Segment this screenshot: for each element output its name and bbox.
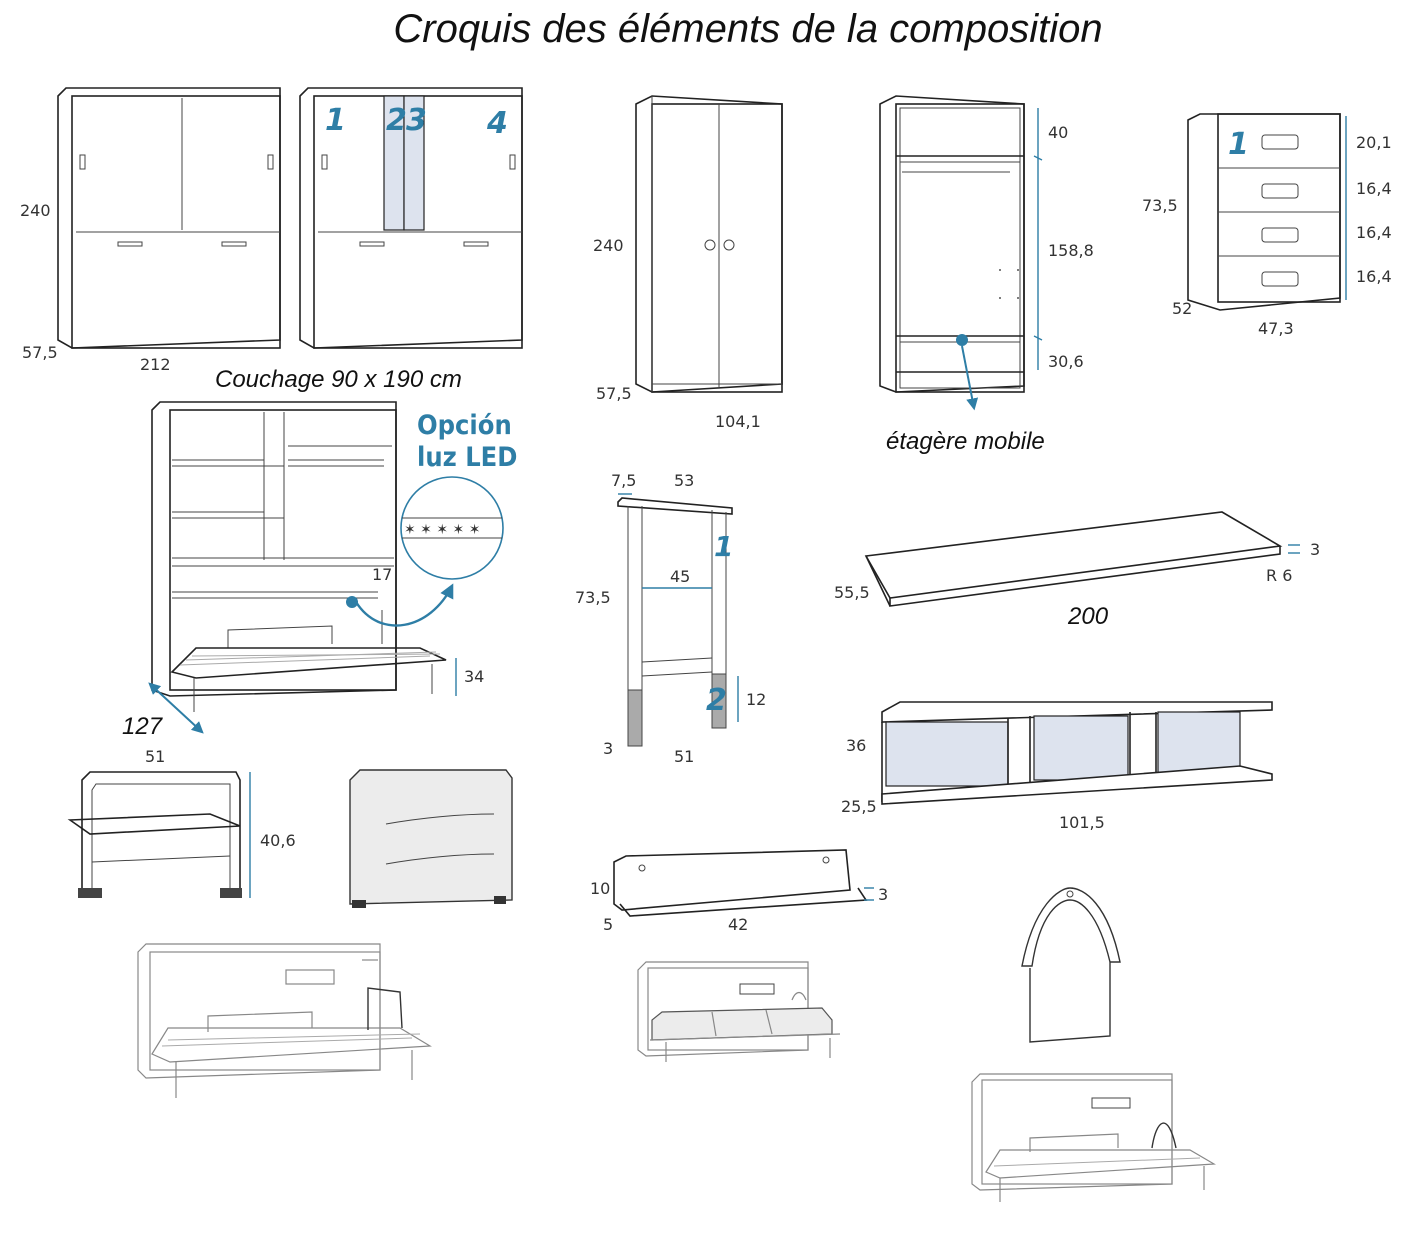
dim-bed-width: 212: [140, 355, 171, 374]
dim-open-34: 34: [464, 667, 484, 686]
dim-wardrobe-depth: 57,5: [596, 384, 632, 403]
leg-number-1: 1: [714, 530, 733, 563]
desk-leg-frame: 1 2 7,5 53 73,5 45 12 3 51: [575, 471, 766, 766]
dim-leg-45: 45: [670, 567, 690, 586]
dim-interior-top: 40: [1048, 123, 1068, 142]
dim-leg-51: 51: [674, 747, 694, 766]
wardrobe: 240 57,5 104,1: [593, 95, 783, 431]
leg-number-2: 2: [706, 683, 727, 718]
dim-wardrobe-height: 240: [593, 236, 624, 255]
dim-shelf-25-5: 25,5: [841, 797, 877, 816]
small-wall-shelf: 10 3 5 42: [590, 849, 888, 934]
bed-sketch-with-mattress: [637, 961, 841, 1062]
panel-number-1: 1: [325, 103, 346, 138]
bed-cabinet-numbered: 1 2 3 4: [299, 87, 523, 349]
dim-desk-200: 200: [1067, 603, 1109, 630]
page-title: Croquis des éléments de la composition: [393, 7, 1102, 51]
dim-frame-51: 51: [145, 747, 165, 766]
dim-open-17: 17: [372, 565, 392, 584]
led-option-detail: Opción luz LED ✶ ✶ ✶ ✶ ✶: [354, 410, 517, 627]
dim-leg-53: 53: [674, 471, 694, 490]
dim-small-5: 5: [603, 915, 613, 934]
dim-interior-middle: 158,8: [1048, 241, 1094, 260]
drawer-number-1: 1: [1228, 127, 1249, 162]
dim-leg-3: 3: [603, 739, 613, 758]
dim-desk-r6: R 6: [1266, 566, 1292, 585]
arched-mirror: [1021, 887, 1121, 1043]
dim-frame-40-6: 40,6: [260, 831, 296, 850]
dim-interior-bottom: 30,6: [1048, 352, 1084, 371]
dim-drawer-2: 16,4: [1356, 179, 1392, 198]
dim-desk-55-5: 55,5: [834, 583, 870, 602]
desk-frame: 51 40,6: [67, 747, 296, 898]
dim-drawer-4: 16,4: [1356, 267, 1392, 286]
bed-sketch-with-rail: [137, 943, 432, 1098]
panel-number-3: 3: [406, 103, 427, 138]
headboard-panel: [349, 769, 513, 908]
caption-couchage: Couchage 90 x 190 cm: [215, 366, 462, 393]
dim-bed-depth: 57,5: [22, 343, 58, 362]
panel-number-2: 2: [386, 103, 407, 138]
chest-of-drawers: 1 20,1 16,4 16,4 16,4 73,5 52 47,3: [1142, 113, 1392, 338]
svg-text:✶ ✶ ✶ ✶ ✶: ✶ ✶ ✶ ✶ ✶: [404, 522, 480, 538]
dim-small-42: 42: [728, 915, 748, 934]
dim-small-10: 10: [590, 879, 610, 898]
led-label-line1: Opción: [417, 410, 512, 441]
dim-open-127: 127: [122, 713, 164, 740]
dim-shelf-36: 36: [846, 736, 866, 755]
dim-shelf-101-5: 101,5: [1059, 813, 1105, 832]
dim-desk-3: 3: [1310, 540, 1320, 559]
dim-drawer-1: 20,1: [1356, 133, 1392, 152]
dim-leg-73-5: 73,5: [575, 588, 611, 607]
desk-top: 3 R 6 55,5 200: [834, 511, 1320, 630]
caption-etagere-mobile: étagère mobile: [886, 428, 1045, 455]
dim-wardrobe-width: 104,1: [715, 412, 761, 431]
bed-open-with-shelves: 17 34 127: [122, 401, 484, 740]
dim-leg-7-5: 7,5: [611, 471, 636, 490]
dim-chest-depth: 52: [1172, 299, 1192, 318]
dim-drawer-3: 16,4: [1356, 223, 1392, 242]
wardrobe-interior: 40 158,8 30,6: [879, 95, 1094, 411]
dim-bed-height: 240: [20, 201, 51, 220]
dim-chest-height: 73,5: [1142, 196, 1178, 215]
panel-number-4: 4: [486, 106, 508, 141]
bed-cabinet-closed: 240 57,5 212: [20, 87, 281, 374]
led-label-line2: luz LED: [417, 442, 517, 473]
bed-sketch-with-arch: [971, 1073, 1216, 1202]
dim-chest-width: 47,3: [1258, 319, 1294, 338]
dim-leg-12: 12: [746, 690, 766, 709]
dim-small-3: 3: [878, 885, 888, 904]
wall-shelf: 36 25,5 101,5: [841, 701, 1273, 832]
